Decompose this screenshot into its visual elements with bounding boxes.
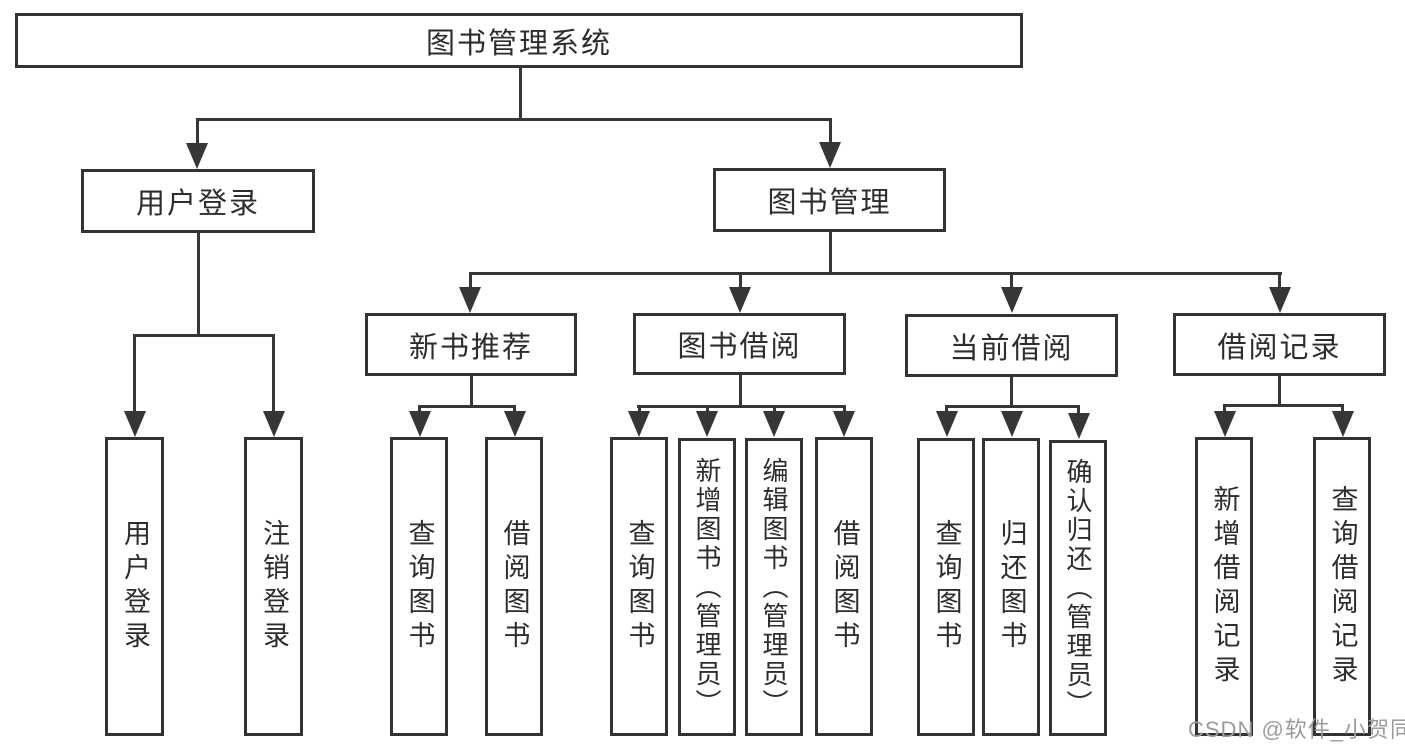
connector-line bbox=[133, 334, 136, 413]
arrow-down-icon bbox=[763, 411, 785, 437]
connector-line bbox=[637, 405, 641, 413]
arrow-down-icon bbox=[729, 287, 751, 313]
node-label: 查询图书 bbox=[624, 518, 655, 655]
node-label: 查询图书 bbox=[931, 519, 962, 655]
node-logout-leaf: 注销登录 bbox=[244, 437, 303, 736]
arrow-down-icon bbox=[1268, 287, 1291, 313]
connector-line bbox=[513, 405, 516, 413]
connector-line bbox=[842, 405, 846, 413]
node-new-book-recommend: 新书推荐 bbox=[365, 313, 577, 376]
node-borrow-books-1: 借阅图书 bbox=[485, 437, 543, 736]
node-borrow-books-2: 借阅图书 bbox=[815, 437, 873, 736]
node-query-books-3: 查询图书 bbox=[917, 438, 975, 736]
connector-line bbox=[705, 405, 709, 413]
node-user-login-leaf: 用户登录 bbox=[105, 437, 164, 736]
node-book-management-branch: 图书管理 bbox=[713, 168, 946, 232]
node-user-login-branch: 用户登录 bbox=[81, 169, 315, 233]
node-label: 图书管理系统 bbox=[425, 27, 612, 60]
connector-line bbox=[828, 232, 832, 275]
node-label: 确认归还（管理员） bbox=[1063, 457, 1093, 719]
node-label: 借阅记录 bbox=[1217, 331, 1342, 364]
connector-line bbox=[738, 375, 742, 408]
node-label: 查询图书 bbox=[404, 518, 435, 655]
node-label: 图书管理 bbox=[767, 187, 892, 219]
connector-line bbox=[133, 334, 275, 337]
arrow-down-icon bbox=[1331, 411, 1354, 437]
connector-line bbox=[197, 233, 200, 337]
node-query-books-2: 查询图书 bbox=[610, 437, 668, 736]
connector-line bbox=[1077, 405, 1080, 415]
arrow-down-icon bbox=[935, 411, 958, 437]
connector-line bbox=[945, 405, 948, 413]
connector-line bbox=[518, 68, 522, 118]
arrow-down-icon bbox=[1000, 411, 1023, 437]
connector-line bbox=[1278, 272, 1281, 289]
node-borrowing-records: 借阅记录 bbox=[1173, 313, 1386, 376]
node-label: 新书推荐 bbox=[408, 331, 533, 364]
node-book-management-system: 图书管理系统 bbox=[15, 13, 1023, 68]
node-confirm-return-admin: 确认归还（管理员） bbox=[1049, 440, 1107, 736]
arrow-down-icon bbox=[1000, 287, 1023, 313]
connector-line bbox=[418, 405, 516, 408]
connector-line bbox=[468, 272, 1282, 275]
arrow-down-icon bbox=[1067, 413, 1090, 439]
node-book-borrowing: 图书借阅 bbox=[633, 313, 846, 375]
connector-line bbox=[1010, 377, 1013, 408]
node-add-books-admin: 新增图书（管理员） bbox=[678, 438, 736, 736]
node-query-books-1: 查询图书 bbox=[390, 437, 448, 736]
connector-line bbox=[1341, 404, 1344, 413]
connector-line bbox=[195, 118, 199, 145]
connector-line bbox=[636, 405, 846, 408]
connector-line bbox=[772, 405, 776, 413]
node-label: 借阅图书 bbox=[829, 518, 860, 655]
arrow-down-icon bbox=[503, 411, 526, 437]
connector-line bbox=[1223, 404, 1344, 407]
node-label: 用户登录 bbox=[135, 188, 260, 220]
arrow-down-icon bbox=[819, 142, 841, 168]
node-label: 新增图书（管理员） bbox=[692, 456, 722, 718]
connector-line bbox=[1278, 376, 1281, 407]
arrow-down-icon bbox=[459, 287, 481, 313]
node-label: 查询借阅记录 bbox=[1327, 484, 1358, 689]
arrow-down-icon bbox=[186, 143, 208, 169]
node-return-books: 归还图书 bbox=[982, 438, 1040, 736]
connector-line bbox=[195, 118, 832, 121]
arrow-down-icon bbox=[833, 411, 855, 437]
node-edit-books-admin: 编辑图书（管理员） bbox=[745, 438, 803, 736]
connector-line bbox=[468, 272, 472, 289]
connector-line bbox=[1223, 404, 1226, 413]
arrow-down-icon bbox=[1213, 411, 1236, 437]
connector-line bbox=[828, 118, 832, 144]
node-current-borrowing: 当前借阅 bbox=[905, 314, 1118, 377]
node-label: 用户登录 bbox=[120, 518, 150, 655]
node-query-borrow-record: 查询借阅记录 bbox=[1313, 437, 1371, 736]
connector-line bbox=[469, 376, 473, 408]
node-label: 归还图书 bbox=[996, 519, 1027, 655]
arrow-down-icon bbox=[628, 411, 650, 437]
connector-line bbox=[418, 405, 421, 413]
arrow-down-icon bbox=[262, 411, 285, 437]
node-label: 借阅图书 bbox=[499, 518, 530, 655]
arrow-down-icon bbox=[696, 411, 718, 437]
node-label: 图书借阅 bbox=[677, 331, 802, 363]
node-label: 当前借阅 bbox=[949, 332, 1074, 365]
watermark: CSDN @软件_小贺同学 bbox=[1188, 717, 1405, 742]
connector-line bbox=[945, 405, 1080, 408]
node-add-borrow-record: 新增借阅记录 bbox=[1195, 437, 1253, 736]
node-label: 新增借阅记录 bbox=[1209, 484, 1240, 689]
connector-line bbox=[738, 272, 742, 289]
connector-line bbox=[1010, 272, 1013, 289]
node-label: 注销登录 bbox=[259, 518, 289, 655]
connector-line bbox=[272, 334, 275, 413]
arrow-down-icon bbox=[123, 411, 146, 437]
arrow-down-icon bbox=[408, 411, 431, 437]
node-label: 编辑图书（管理员） bbox=[759, 456, 789, 718]
